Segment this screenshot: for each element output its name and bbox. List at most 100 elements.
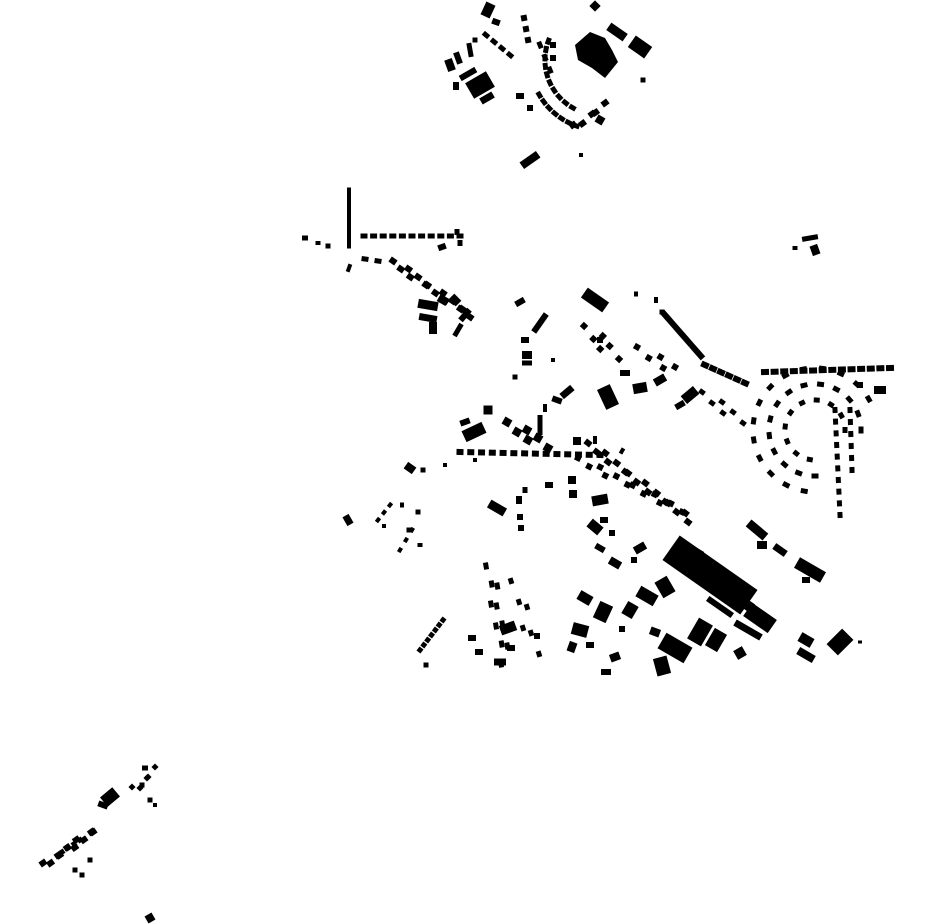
building xyxy=(457,240,463,246)
building xyxy=(417,543,423,547)
building xyxy=(836,488,842,495)
building xyxy=(639,489,648,498)
building xyxy=(811,473,819,479)
building xyxy=(486,499,508,517)
building xyxy=(482,562,490,570)
building xyxy=(632,541,648,555)
building xyxy=(143,774,151,782)
building xyxy=(527,629,535,637)
building xyxy=(729,408,737,416)
building xyxy=(632,381,648,395)
building xyxy=(766,431,773,440)
building xyxy=(427,233,435,239)
building xyxy=(459,417,471,427)
building xyxy=(586,518,604,536)
building xyxy=(553,451,561,458)
building xyxy=(603,457,613,467)
building xyxy=(524,36,532,44)
building xyxy=(405,272,415,282)
building xyxy=(416,646,424,654)
building xyxy=(600,517,608,523)
building xyxy=(555,92,564,102)
building xyxy=(591,493,609,507)
building xyxy=(683,336,694,348)
building xyxy=(345,263,353,273)
building xyxy=(705,595,735,619)
building xyxy=(816,381,825,388)
building xyxy=(522,434,534,446)
building xyxy=(544,103,554,113)
building xyxy=(347,217,351,227)
building xyxy=(801,234,819,242)
building xyxy=(418,312,438,324)
building xyxy=(153,803,157,807)
building xyxy=(536,40,544,50)
building xyxy=(550,85,559,95)
building xyxy=(739,419,747,427)
building xyxy=(483,405,493,415)
building xyxy=(568,103,577,112)
building xyxy=(542,450,550,457)
building xyxy=(472,37,478,43)
building xyxy=(640,478,650,488)
building xyxy=(601,669,611,675)
building xyxy=(139,782,145,788)
building xyxy=(542,45,550,54)
building xyxy=(70,840,78,848)
building xyxy=(677,329,688,341)
building xyxy=(515,598,523,606)
building xyxy=(491,17,501,27)
building xyxy=(437,233,445,239)
building xyxy=(466,42,474,58)
building xyxy=(773,399,782,409)
building xyxy=(493,602,500,610)
building xyxy=(845,395,854,404)
building xyxy=(507,577,515,585)
building xyxy=(828,366,837,373)
building xyxy=(453,82,459,90)
building xyxy=(531,312,549,334)
building xyxy=(543,70,551,79)
building xyxy=(542,54,548,62)
building xyxy=(659,309,671,321)
building xyxy=(45,858,56,868)
building xyxy=(698,388,706,396)
building xyxy=(446,233,454,239)
building xyxy=(580,287,610,313)
building xyxy=(566,640,578,654)
building xyxy=(568,120,578,130)
building xyxy=(516,496,522,504)
building xyxy=(517,514,523,520)
building xyxy=(583,438,593,448)
building xyxy=(770,447,779,456)
building xyxy=(733,619,763,641)
building xyxy=(514,296,526,308)
building xyxy=(151,763,159,771)
building xyxy=(700,360,710,370)
building xyxy=(708,364,718,373)
building xyxy=(573,453,583,463)
building xyxy=(423,280,433,290)
building xyxy=(826,628,854,656)
building xyxy=(406,527,412,533)
building xyxy=(786,408,795,417)
building xyxy=(396,264,406,274)
building xyxy=(97,800,109,810)
building xyxy=(780,460,789,469)
building xyxy=(848,430,854,438)
building xyxy=(76,836,84,844)
building xyxy=(866,365,875,372)
building xyxy=(832,406,838,414)
building xyxy=(374,257,382,265)
building xyxy=(836,500,843,507)
building xyxy=(652,655,672,677)
building xyxy=(597,384,619,410)
building xyxy=(516,93,524,99)
building xyxy=(643,487,653,497)
building xyxy=(467,449,475,456)
building xyxy=(789,367,798,375)
building xyxy=(799,365,808,373)
building xyxy=(606,22,628,42)
building xyxy=(302,235,308,241)
building xyxy=(511,426,523,438)
